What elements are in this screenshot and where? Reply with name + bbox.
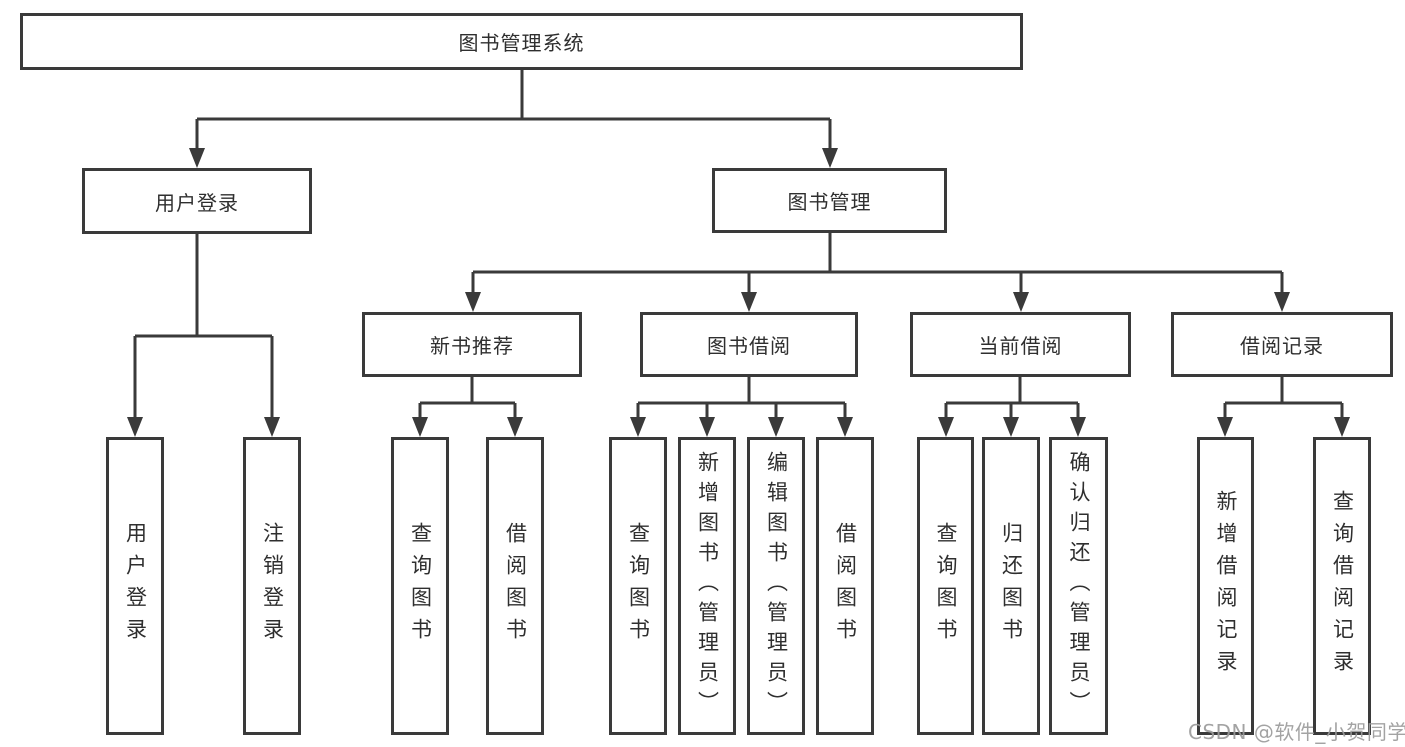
arrowhead-br-add — [1217, 417, 1233, 437]
node-leaf-br-add-record: 新增借阅记录 — [1197, 437, 1254, 735]
node-current-borrow: 当前借阅 — [910, 312, 1131, 377]
arrowhead-bb-query — [630, 417, 646, 437]
watermark-text: CSDN @软件_小贺同学 — [1188, 720, 1405, 744]
arrowhead-nb-query — [412, 417, 428, 437]
connector-borrow-records-children — [1223, 377, 1344, 419]
arrowhead-nb-borrow — [507, 417, 523, 437]
arrowhead-bb-edit — [768, 417, 784, 437]
arrowhead-book-mgmt — [822, 148, 838, 168]
arrowhead-login — [127, 417, 143, 437]
arrowhead-borrow-records — [1274, 292, 1290, 312]
node-leaf-logout: 注销登录 — [243, 437, 301, 735]
node-leaf-nb-borrow-books: 借阅图书 — [486, 437, 544, 735]
arrowhead-cb-query — [938, 417, 954, 437]
arrowhead-bb-add — [699, 417, 715, 437]
node-book-mgmt: 图书管理 — [712, 168, 947, 233]
node-leaf-bb-borrow-books: 借阅图书 — [816, 437, 874, 735]
node-book-borrow: 图书借阅 — [640, 312, 858, 377]
connector-book-mgmt-to-level3 — [471, 233, 1284, 294]
node-leaf-bb-query-books: 查询图书 — [609, 437, 667, 735]
node-borrow-records: 借阅记录 — [1171, 312, 1393, 377]
arrowhead-br-query — [1334, 417, 1350, 437]
node-leaf-cb-query-books: 查询图书 — [917, 437, 974, 735]
node-leaf-bb-add-books: 新增图书（管理员） — [678, 437, 736, 735]
node-user-login: 用户登录 — [82, 168, 312, 234]
node-leaf-user-login: 用户登录 — [106, 437, 164, 735]
node-new-books: 新书推荐 — [362, 312, 582, 377]
node-root-system: 图书管理系统 — [20, 13, 1023, 70]
node-leaf-cb-return-books: 归还图书 — [982, 437, 1040, 735]
connector-root-to-level2 — [195, 70, 832, 150]
connector-book-borrow-children — [636, 377, 847, 419]
arrowhead-user-login — [189, 148, 205, 168]
arrowhead-cb-confirm — [1070, 417, 1086, 437]
node-leaf-bb-edit-books: 编辑图书（管理员） — [747, 437, 805, 735]
arrowhead-current-borrow — [1013, 292, 1029, 312]
arrowhead-new-books — [465, 292, 481, 312]
connector-user-login-children — [133, 234, 274, 419]
arrowhead-logout — [264, 417, 280, 437]
node-leaf-nb-query-books: 查询图书 — [391, 437, 449, 735]
connector-current-borrow-children — [944, 377, 1080, 419]
connector-new-books-children — [418, 377, 517, 419]
arrowhead-bb-borrow — [837, 417, 853, 437]
arrowhead-book-borrow — [741, 292, 757, 312]
node-leaf-br-query-record: 查询借阅记录 — [1313, 437, 1371, 735]
arrowhead-cb-return — [1003, 417, 1019, 437]
node-leaf-cb-confirm-return: 确认归还（管理员） — [1049, 437, 1108, 735]
